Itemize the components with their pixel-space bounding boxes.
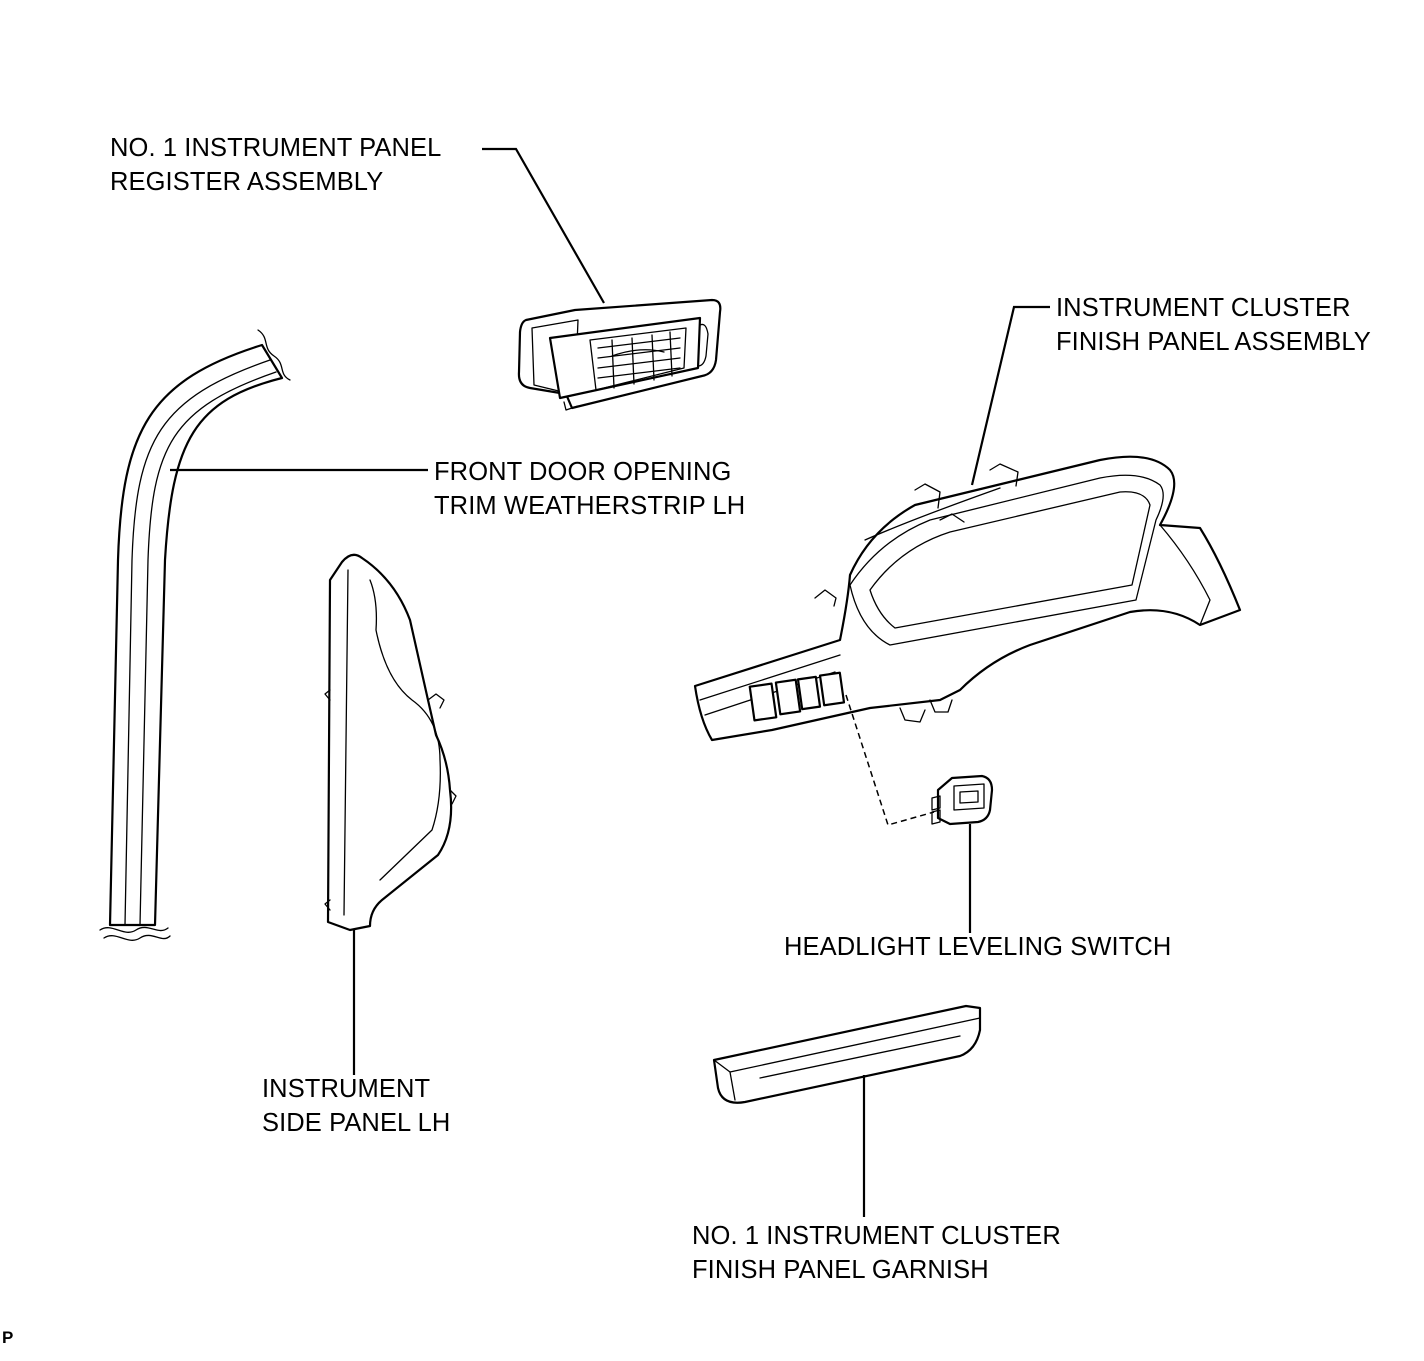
register-leader xyxy=(482,147,605,304)
side-panel-drawing xyxy=(324,553,457,932)
leveling-switch-label: HEADLIGHT LEVELING SWITCH xyxy=(784,930,1171,964)
leveling-switch-drawing xyxy=(931,774,994,826)
register-label-line1: NO. 1 INSTRUMENT PANEL xyxy=(110,134,442,162)
garnish-label-line1: NO. 1 INSTRUMENT CLUSTER xyxy=(692,1222,1061,1250)
register-label: NO. 1 INSTRUMENT PANEL REGISTER ASSEMBLY xyxy=(110,131,441,199)
register-label-line2: REGISTER ASSEMBLY xyxy=(110,168,384,196)
switch-dashed-guide xyxy=(845,694,935,826)
side-panel-label-line2: SIDE PANEL LH xyxy=(262,1109,451,1137)
garnish-drawing xyxy=(712,1004,982,1104)
cluster-panel-label-line2: FINISH PANEL ASSEMBLY xyxy=(1056,328,1371,356)
figure-code: P xyxy=(2,1328,14,1347)
garnish-label-line2: FINISH PANEL GARNISH xyxy=(692,1256,989,1284)
cluster-panel-drawing xyxy=(693,455,1242,742)
side-panel-label: INSTRUMENT SIDE PANEL LH xyxy=(262,1072,450,1140)
cluster-panel-label: INSTRUMENT CLUSTER FINISH PANEL ASSEMBLY xyxy=(1056,291,1371,359)
weatherstrip-label-line1: FRONT DOOR OPENING xyxy=(434,458,732,486)
weatherstrip-label: FRONT DOOR OPENING TRIM WEATHERSTRIP LH xyxy=(434,455,745,523)
garnish-label: NO. 1 INSTRUMENT CLUSTER FINISH PANEL GA… xyxy=(692,1219,1061,1287)
weatherstrip-label-line2: TRIM WEATHERSTRIP LH xyxy=(434,492,746,520)
register-drawing xyxy=(517,298,722,411)
cluster-panel-leader xyxy=(970,305,1050,486)
side-panel-label-line1: INSTRUMENT xyxy=(262,1075,431,1103)
leveling-switch-label-line1: HEADLIGHT LEVELING SWITCH xyxy=(784,933,1172,961)
weatherstrip-drawing xyxy=(99,329,291,941)
cluster-panel-label-line1: INSTRUMENT CLUSTER xyxy=(1056,294,1351,322)
